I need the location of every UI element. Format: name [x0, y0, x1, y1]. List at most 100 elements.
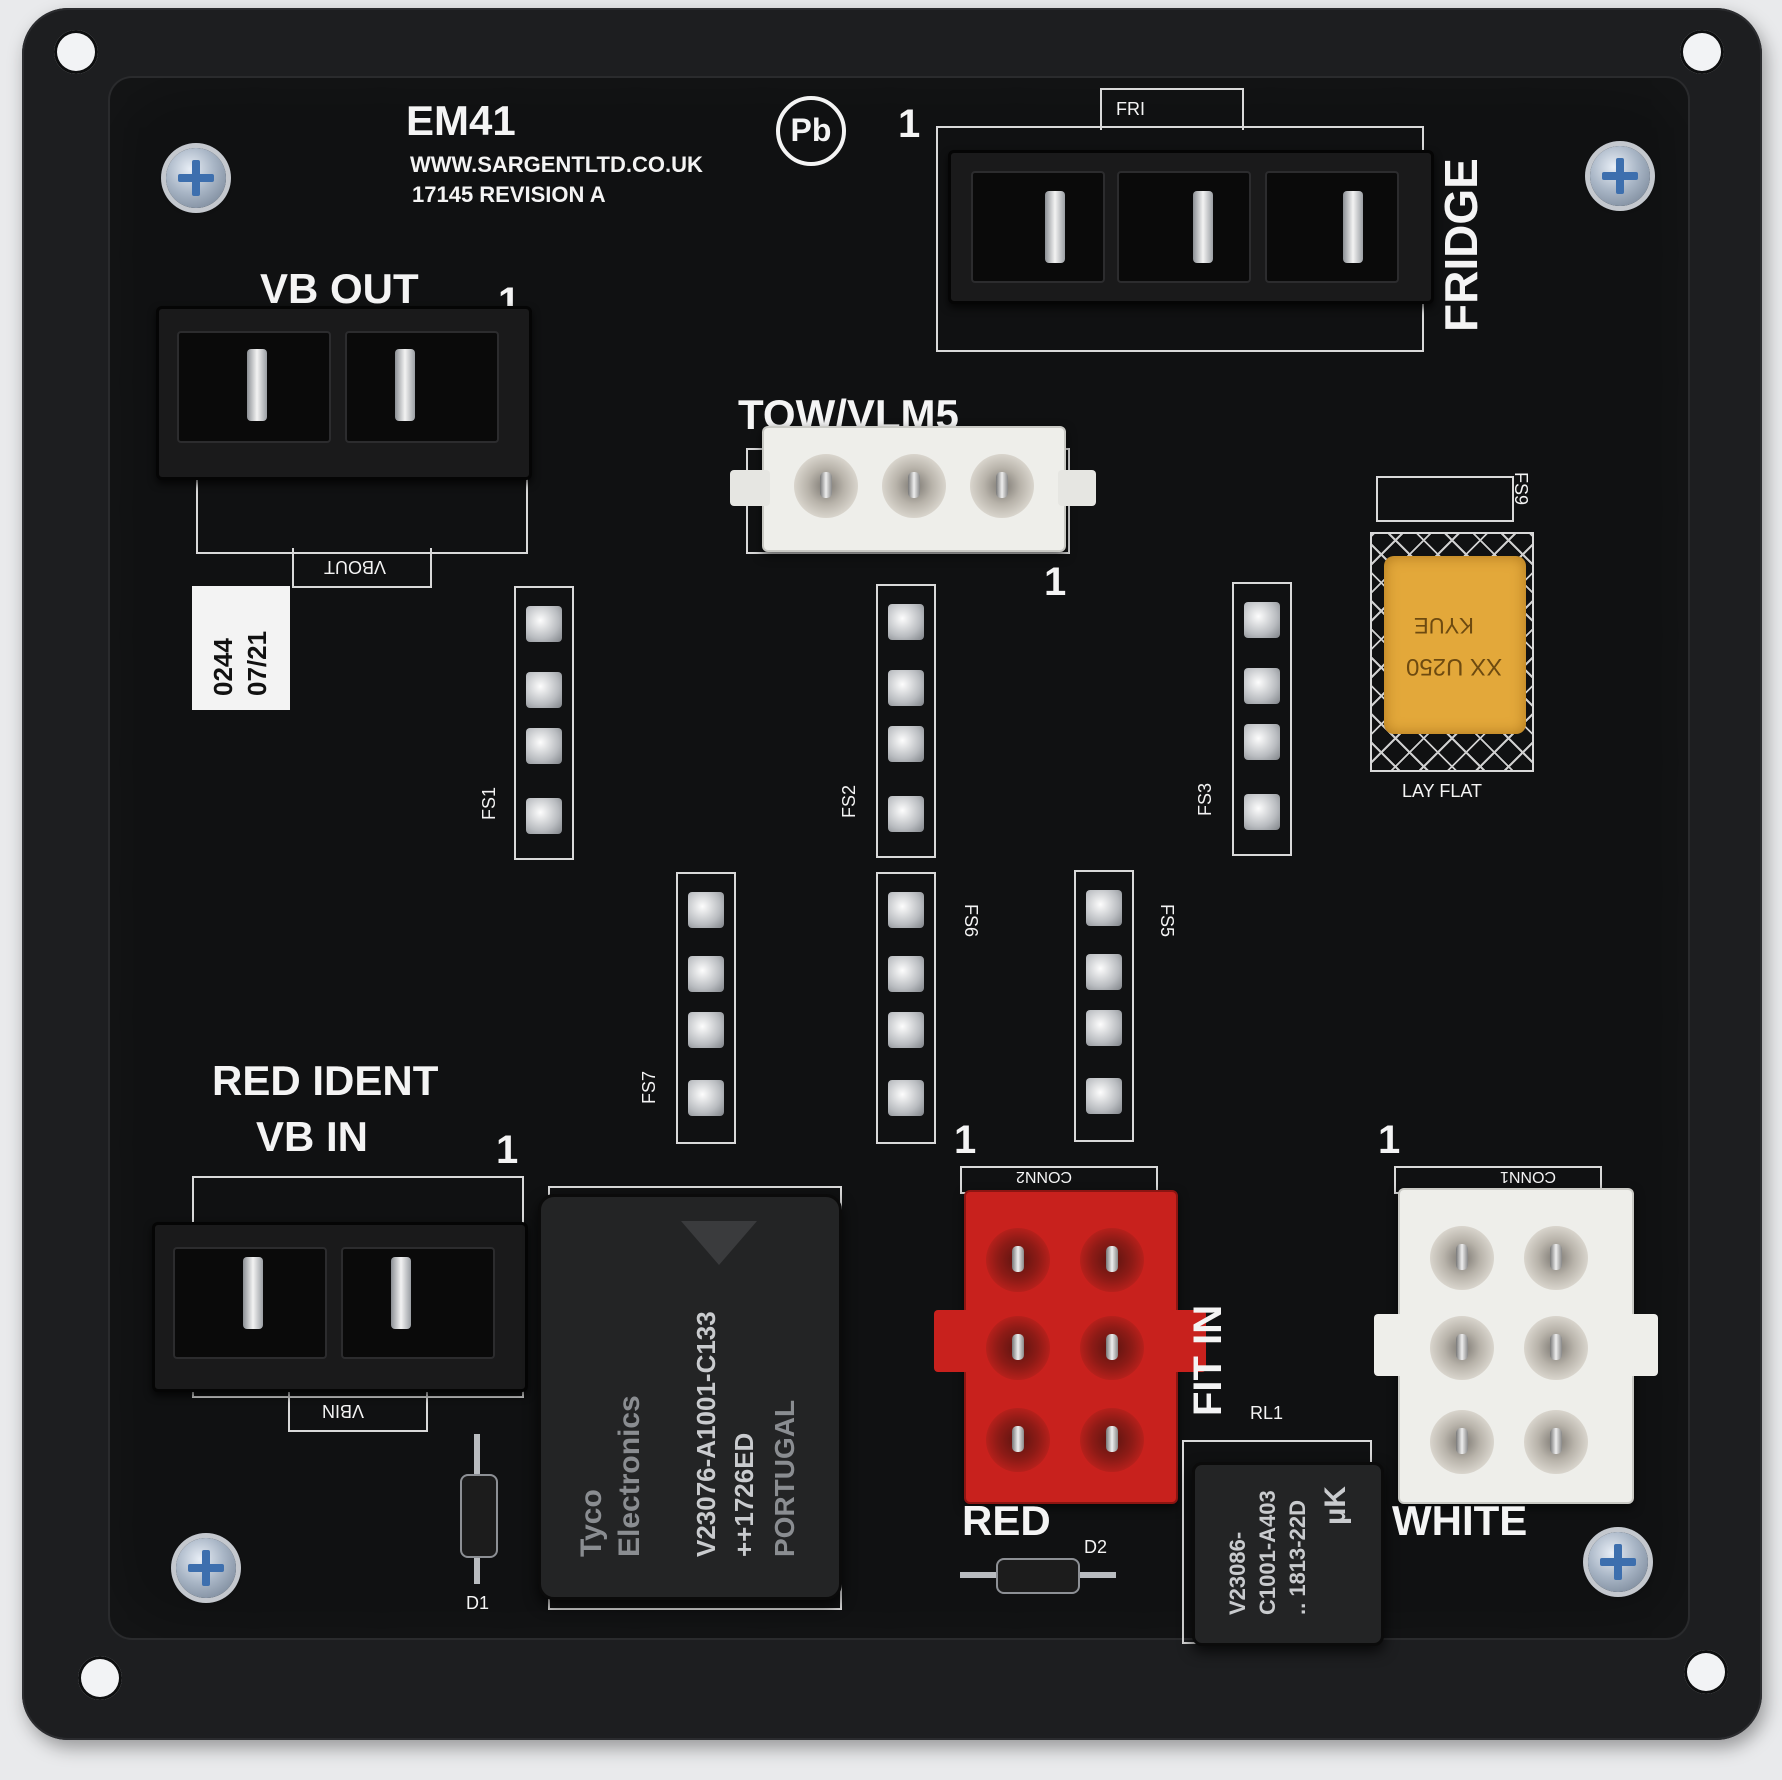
vb-out-label: VB OUT: [260, 265, 419, 312]
vb-in-pin: [391, 1257, 411, 1329]
tow-vlm5-flange-left: [730, 470, 770, 506]
date-sticker: 0244 07/21: [192, 586, 290, 710]
vb-in-pin: [243, 1257, 263, 1329]
large-relay-brand: Tyco: [575, 1489, 608, 1557]
white-pin: [1524, 1410, 1588, 1474]
red-pin: [986, 1408, 1050, 1472]
vb-out-cavity: [345, 331, 499, 443]
fs3-label: FS3: [1195, 782, 1215, 816]
fuse-pad: [526, 728, 562, 764]
white-flange-right: [1622, 1314, 1658, 1376]
fridge-pin: [1045, 191, 1065, 263]
board-part-revision: 17145 REVISION A: [412, 182, 606, 207]
white-label: WHITE: [1392, 1497, 1528, 1544]
vb-out-connector[interactable]: [156, 306, 532, 480]
fuse-pad: [526, 672, 562, 708]
white-pin1: 1: [1378, 1118, 1401, 1162]
fs3-holder[interactable]: [1232, 582, 1292, 856]
vb-out-pin: [395, 349, 415, 421]
date-sticker-line2: 07/21: [242, 630, 272, 696]
fs2-label: FS2: [839, 784, 859, 818]
white-pin: [1524, 1226, 1588, 1290]
d2-label: D2: [1084, 1537, 1108, 1557]
fridge-cavity: [1117, 171, 1251, 283]
fs2-holder[interactable]: [876, 584, 936, 858]
capacitor: XX U250 KYUE: [1384, 556, 1526, 734]
red-flange-right: [1170, 1310, 1206, 1372]
fuse-pad: [888, 1080, 924, 1116]
board-model: EM41: [406, 97, 516, 144]
white-top-label: CONN1: [1500, 1168, 1557, 1185]
screw-icon: [176, 1538, 236, 1598]
red-connector[interactable]: [964, 1190, 1178, 1504]
screw-icon: [1588, 1532, 1648, 1592]
red-pin: [986, 1316, 1050, 1380]
fuse-pad: [688, 892, 724, 928]
small-relay-code: .. 1813-22D: [1285, 1500, 1310, 1615]
fs5-holder[interactable]: [1074, 870, 1134, 1142]
fs9-outline: [1376, 476, 1514, 522]
white-pin: [1524, 1316, 1588, 1380]
tow-vlm5-pin1: 1: [1044, 560, 1067, 604]
fuse-pad: [888, 604, 924, 640]
mount-hole-bottom-left: [78, 1656, 122, 1700]
red-pin: [986, 1228, 1050, 1292]
fridge-label: FRIDGE: [1435, 158, 1487, 332]
vb-out-pin: [247, 349, 267, 421]
red-pin: [1080, 1408, 1144, 1472]
red-pin: [1080, 1316, 1144, 1380]
fs7-holder[interactable]: [676, 872, 736, 1144]
mount-hole-top-right: [1680, 30, 1724, 74]
white-flange-left: [1374, 1314, 1408, 1376]
fuse-pad: [688, 1012, 724, 1048]
fs6-holder[interactable]: [876, 872, 936, 1144]
fuse-pad: [888, 892, 924, 928]
fuse-pad: [888, 670, 924, 706]
vb-in-pin1: 1: [496, 1128, 519, 1172]
fuse-pad: [526, 606, 562, 642]
fridge-cavity: [1265, 171, 1399, 283]
fuse-pad: [1086, 1010, 1122, 1046]
lay-flat-label: LAY FLAT: [1402, 781, 1483, 801]
fuse-pad: [526, 798, 562, 834]
large-relay-code: ++1726ED: [729, 1432, 759, 1557]
red-top-label: CONN2: [1016, 1168, 1073, 1185]
fuse-pad: [1244, 602, 1280, 638]
fuse-pad: [1244, 794, 1280, 830]
fuse-pad: [1086, 890, 1122, 926]
fs5-label: FS5: [1157, 904, 1177, 938]
fs1-holder[interactable]: [514, 586, 574, 860]
small-relay-part2: C1001-A403: [1255, 1490, 1280, 1615]
mount-hole-bottom-right: [1684, 1650, 1728, 1694]
small-relay-part: V23086-: [1225, 1531, 1250, 1615]
red-side-label: FIT IN: [1186, 1304, 1230, 1416]
vb-in-label-line2: VB IN: [256, 1113, 369, 1160]
screw-icon: [1590, 146, 1650, 206]
vb-in-label-line1: RED IDENT: [212, 1057, 439, 1104]
white-pin: [1430, 1316, 1494, 1380]
small-relay-mark: µK: [1319, 1486, 1352, 1525]
red-pin: [1080, 1228, 1144, 1292]
fridge-connector[interactable]: [948, 150, 1434, 304]
tow-vlm5-connector[interactable]: [762, 426, 1066, 552]
fuse-pad: [1244, 668, 1280, 704]
fridge-pin: [1343, 191, 1363, 263]
white-pin: [1430, 1410, 1494, 1474]
tow-vlm5-flange-right: [1058, 470, 1096, 506]
vb-out-under-label: VBOUT: [324, 557, 387, 577]
mount-hole-top-left: [54, 30, 98, 74]
d2-diode: [996, 1558, 1080, 1594]
white-connector[interactable]: [1398, 1188, 1634, 1504]
d1-label: D1: [466, 1593, 490, 1613]
vb-in-connector[interactable]: [152, 1222, 528, 1392]
rl1-label: RL1: [1250, 1403, 1284, 1423]
fuse-pad: [888, 956, 924, 992]
vb-in-under-label: VBIN: [322, 1401, 365, 1421]
fuse-pad: [888, 1012, 924, 1048]
fridge-cavity: [971, 171, 1105, 283]
fridge-tab-outline: [1100, 88, 1244, 130]
vb-out-tab-outline: [292, 548, 432, 588]
fridge-pin: [1193, 191, 1213, 263]
red-label: RED: [962, 1497, 1051, 1544]
